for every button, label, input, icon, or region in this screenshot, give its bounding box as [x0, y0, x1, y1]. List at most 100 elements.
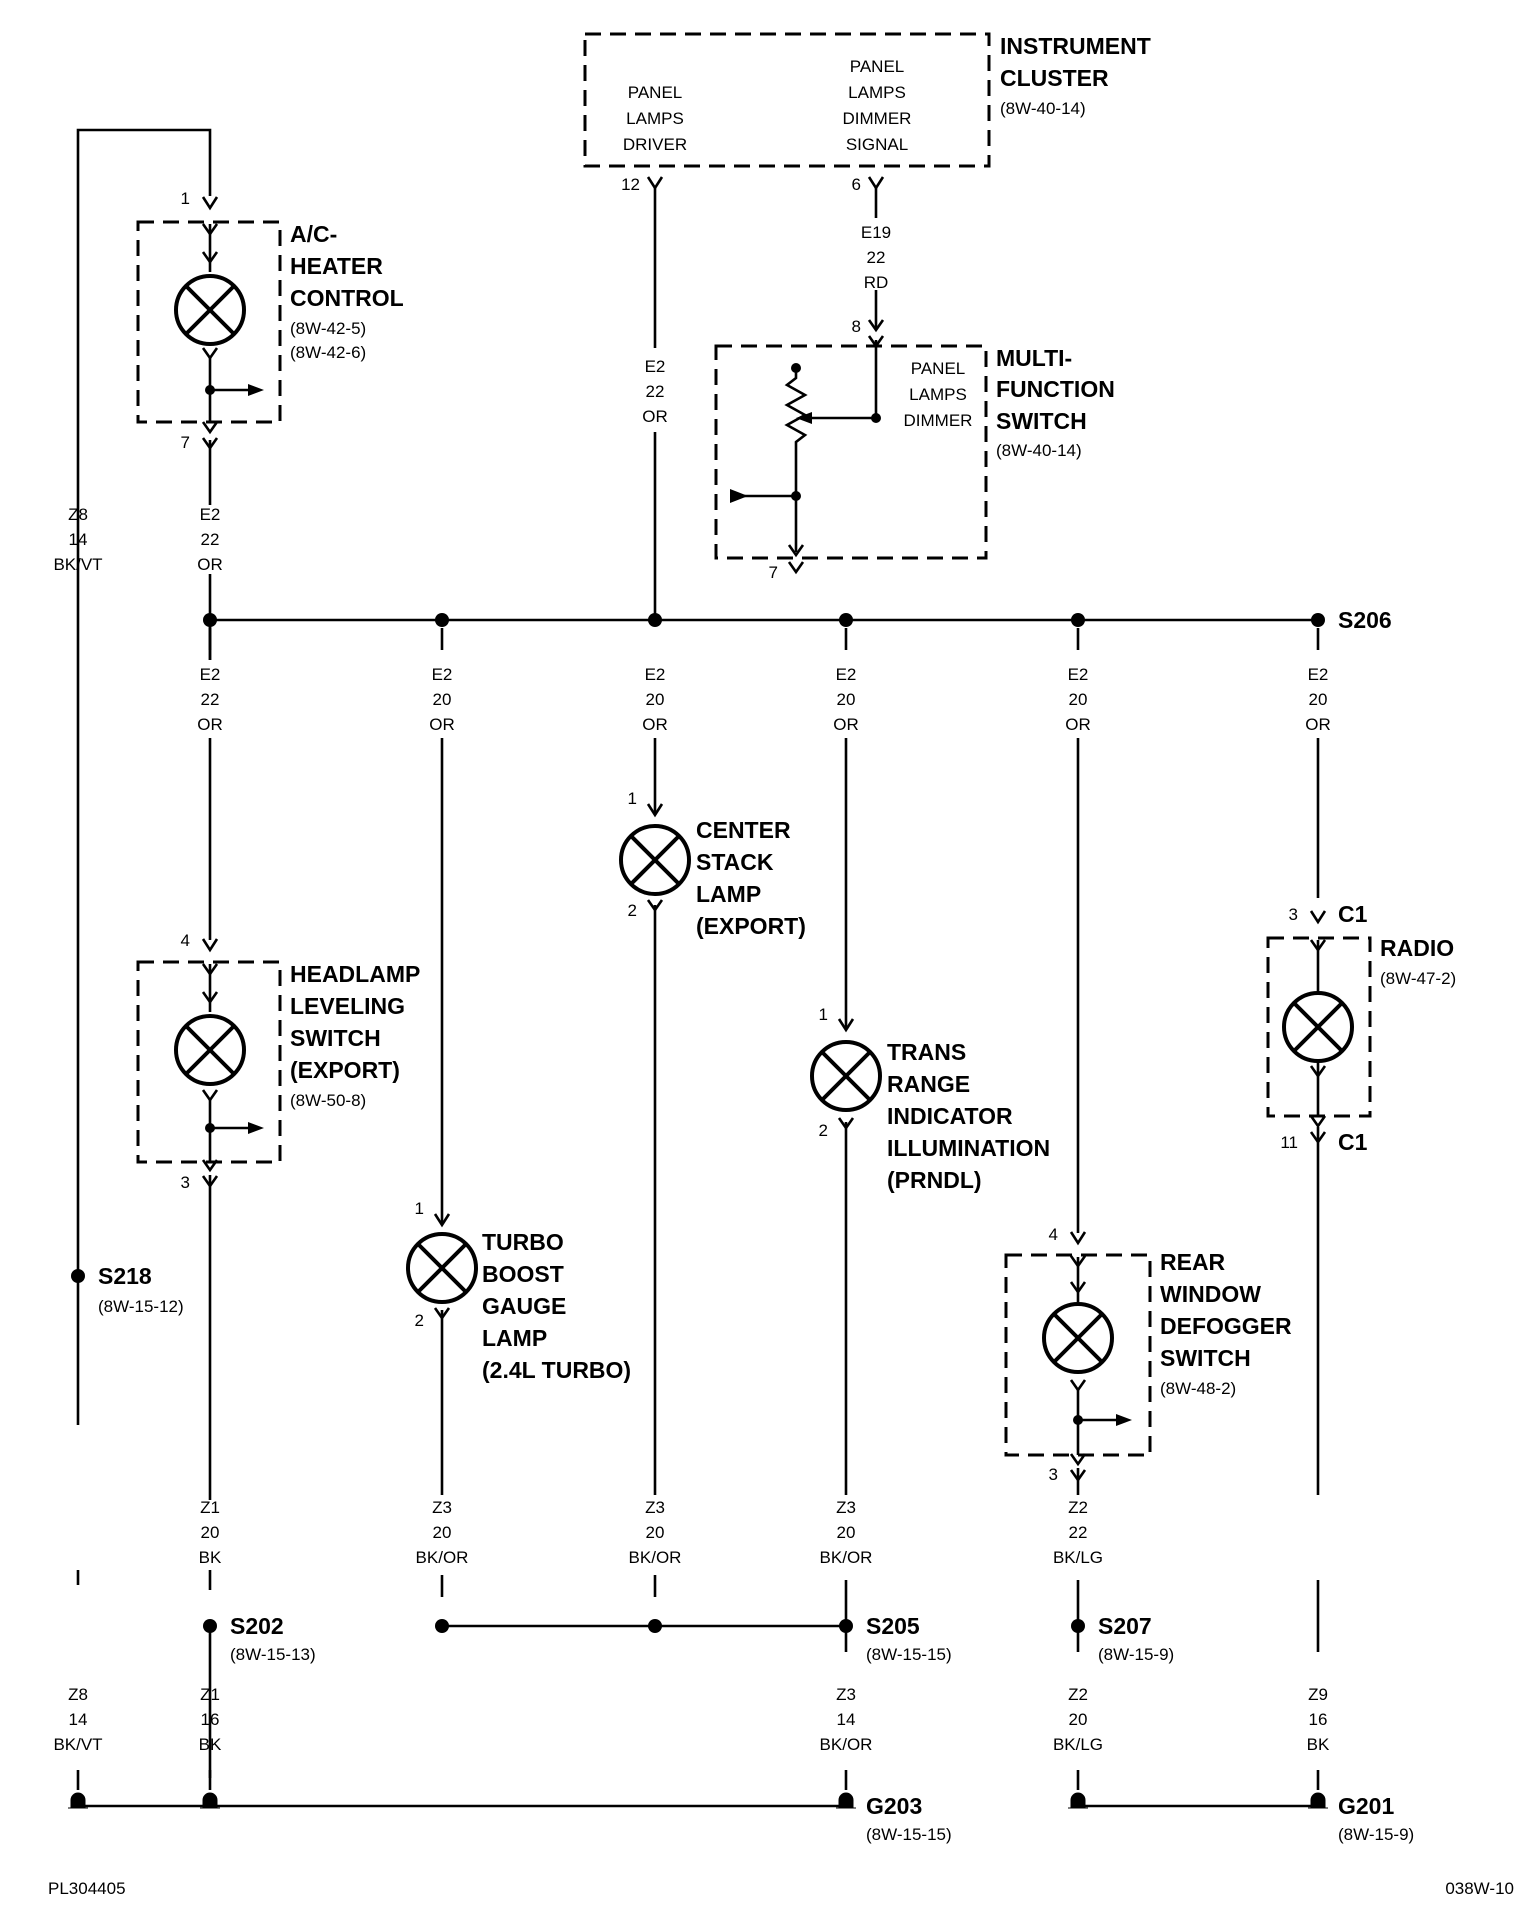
instrument-cluster: INSTRUMENT CLUSTER (8W-40-14) PANEL LAMP… — [583, 32, 1151, 194]
wire-b5-color: OR — [1065, 715, 1091, 734]
wire-z3a-circuit: Z3 — [432, 1498, 452, 1517]
wire-b6-color: OR — [1305, 715, 1331, 734]
splice-s207-dot — [1071, 1619, 1085, 1633]
wire-breaks — [76, 628, 1320, 1790]
panel-lamps-driver-1: PANEL — [628, 83, 683, 102]
footer-right-code: 038W-10 — [1445, 1879, 1514, 1898]
wire-z1b-gauge: 16 — [201, 1710, 220, 1729]
bus-dot-1 — [203, 613, 217, 627]
turbo-lamp-icon — [406, 1232, 478, 1304]
wire-labels-lower: Z1 20 BK Z3 20 BK/OR Z3 20 BK/OR Z3 20 B… — [199, 1498, 1103, 1567]
trans-range-indicator: 1 2 TRANS RANGE INDICATOR ILLUMINATION (… — [810, 1005, 1050, 1193]
pin-6: 6 — [852, 175, 861, 194]
defog-conn-4 — [1069, 1230, 1087, 1245]
ac-title-1: A/C- — [290, 221, 337, 247]
wire-labels-branches: E2 22 OR E2 20 OR E2 20 OR E2 20 OR E2 2… — [197, 665, 1331, 734]
wire-b3-circuit: E2 — [645, 665, 666, 684]
turbo-title-4: LAMP — [482, 1325, 547, 1351]
lower-splices: S202 (8W-15-13) S205 (8W-15-15) S207 (8W… — [203, 1613, 1174, 1664]
wire-z8-top-gauge: 14 — [69, 530, 88, 549]
pin-3-hl: 3 — [181, 1173, 190, 1192]
ground-g201-icon — [1307, 1792, 1329, 1809]
ac-ref-1: (8W-42-5) — [290, 319, 366, 338]
ac-arrow — [248, 384, 264, 396]
wire-z8b-color: BK/VT — [53, 1735, 102, 1754]
splice-s205-ref: (8W-15-15) — [866, 1645, 952, 1664]
bus-dot-3 — [648, 613, 662, 627]
ground-arrow — [730, 489, 748, 503]
wire-label-e2-ac: E2 22 OR — [197, 505, 223, 574]
splice-s207-ref: (8W-15-9) — [1098, 1645, 1174, 1664]
wire-e2-ac-color: OR — [197, 555, 223, 574]
tr-title-3: INDICATOR — [887, 1103, 1013, 1129]
turbo-title-3: GAUGE — [482, 1293, 566, 1319]
splice-s218-dot — [71, 1269, 85, 1283]
ac-ref-2: (8W-42-6) — [290, 343, 366, 362]
pin-2-tr: 2 — [819, 1121, 828, 1140]
wiring — [76, 128, 1320, 1808]
tr-title-4: ILLUMINATION — [887, 1135, 1050, 1161]
pin-2-turbo: 2 — [415, 1311, 424, 1330]
wire-z3d-gauge: 14 — [837, 1710, 856, 1729]
rear-window-defogger-switch: 4 3 REAR WINDOW DEFOGGER SWITCH (8W-48-2… — [1004, 1225, 1292, 1484]
hl-title-3: SWITCH — [290, 1025, 381, 1051]
pin-1-ac: 1 — [181, 189, 190, 208]
pin-1-turbo: 1 — [415, 1199, 424, 1218]
wire-z3c-color: BK/OR — [820, 1548, 873, 1567]
ground-g203-icon — [835, 1792, 857, 1809]
pin-1-tr: 1 — [819, 1005, 828, 1024]
ground-icon-2 — [199, 1792, 221, 1809]
hl-ref: (8W-50-8) — [290, 1091, 366, 1110]
wire-b2-color: OR — [429, 715, 455, 734]
splice-s218-label: S218 — [98, 1263, 152, 1289]
mf-title-3: SWITCH — [996, 408, 1087, 434]
splice-s207-label: S207 — [1098, 1613, 1152, 1639]
wire-z2b-gauge: 20 — [1069, 1710, 1088, 1729]
panel-lamps-driver-2: LAMPS — [626, 109, 684, 128]
wire-b5-circuit: E2 — [1068, 665, 1089, 684]
connector-1-ac — [201, 195, 219, 210]
wire-e19-color: RD — [864, 273, 889, 292]
connector-12 — [646, 175, 664, 190]
wire-z8-top-circuit: Z8 — [68, 505, 88, 524]
bus-dot-5 — [1071, 613, 1085, 627]
rheostat-icon — [784, 368, 808, 496]
ac-heater-control: 1 7 A/C- HEATER CONTROL (8W-42-5) (8W-42… — [136, 189, 404, 452]
wire-z2b-color: BK/LG — [1053, 1735, 1103, 1754]
defog-ref: (8W-48-2) — [1160, 1379, 1236, 1398]
radio-ref: (8W-47-2) — [1380, 969, 1456, 988]
ground-icon-4 — [1067, 1792, 1089, 1809]
wire-z8b-circuit: Z8 — [68, 1685, 88, 1704]
ground-g203-label: G203 — [866, 1793, 922, 1819]
radio-conn-3 — [1309, 909, 1327, 924]
defog-arrow — [1116, 1414, 1132, 1426]
wire-z3b-color: BK/OR — [629, 1548, 682, 1567]
defog-title-1: REAR — [1160, 1249, 1226, 1275]
pin-7-mf: 7 — [769, 563, 778, 582]
pin-7-ac: 7 — [181, 433, 190, 452]
splice-s202-label: S202 — [230, 1613, 284, 1639]
radio-c1-bottom: C1 — [1338, 1129, 1368, 1155]
pin-4-defog: 4 — [1049, 1225, 1058, 1244]
wire-label-e2-cluster: E2 22 OR — [642, 357, 668, 426]
wire-e2-ac-gauge: 22 — [201, 530, 220, 549]
wire-b2-circuit: E2 — [432, 665, 453, 684]
instrument-cluster-ref: (8W-40-14) — [1000, 99, 1086, 118]
wire-b4-circuit: E2 — [836, 665, 857, 684]
ground-icon-1 — [67, 1792, 89, 1809]
mf-inner-3: DIMMER — [904, 411, 973, 430]
connector-6 — [867, 175, 885, 190]
wire-b4-gauge: 20 — [837, 690, 856, 709]
defog-title-4: SWITCH — [1160, 1345, 1251, 1371]
pin-3-radio: 3 — [1289, 905, 1298, 924]
headlamp-leveling-switch: 4 3 HEADLAMP LEVELING SWITCH (EXPORT) (8… — [136, 931, 420, 1192]
wire-z1b-circuit: Z1 — [200, 1685, 220, 1704]
mf-inner-2: LAMPS — [909, 385, 967, 404]
panel-lamps-driver-3: DRIVER — [623, 135, 687, 154]
bus-dot-4 — [839, 613, 853, 627]
dimmer-signal-3: DIMMER — [843, 109, 912, 128]
pin-2-cs: 2 — [628, 901, 637, 920]
headlamp-conn-4 — [201, 937, 219, 952]
mf-ref: (8W-40-14) — [996, 441, 1082, 460]
